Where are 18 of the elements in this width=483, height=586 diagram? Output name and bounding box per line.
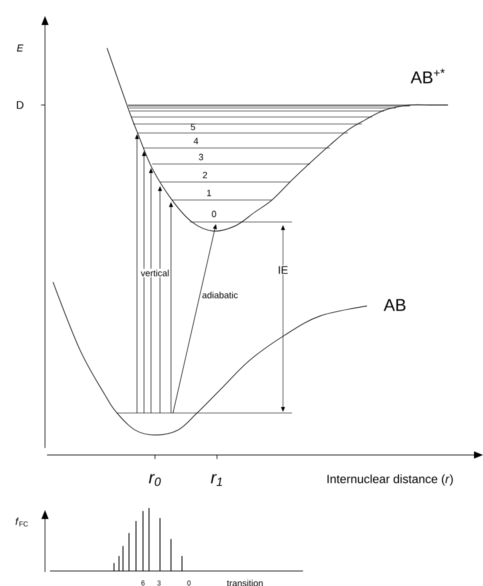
axis-label: transition [226, 580, 263, 586]
level-number: 4 [194, 138, 198, 144]
level-number: 1 [207, 190, 212, 196]
level-number: 2 [202, 172, 208, 178]
transition-label: adiabatic [200, 290, 240, 300]
axis-label: f$_{FC}$ [16, 518, 28, 526]
axis-label: D [16, 101, 24, 109]
level-number: 3 [198, 154, 204, 160]
axis-label: Internuclear distance (r) [328, 474, 453, 486]
transition-label: vertical [140, 268, 170, 278]
curve-label: AB [384, 299, 406, 311]
level-number: 5 [190, 124, 196, 130]
tick-label: r$_{0}$ [148, 474, 161, 486]
level-number: 0 [212, 210, 216, 218]
dimension-label: IE [276, 265, 290, 275]
tick-label: r$_{1}$ [210, 474, 222, 486]
axis-label: E [16, 44, 24, 52]
curve-label: AB$^{+*}$ [410, 68, 445, 84]
